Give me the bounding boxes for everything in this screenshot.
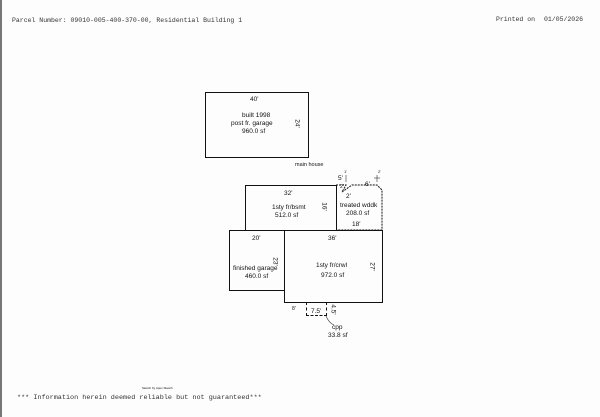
scan-edge bbox=[0, 0, 2, 417]
main-house-label: main house bbox=[295, 162, 324, 168]
crwl-name: 1sty fr/crwl bbox=[316, 262, 348, 269]
wddk-dim-2a: 2' bbox=[340, 184, 344, 190]
cpp-outline bbox=[306, 302, 327, 316]
garage-depth: 24' bbox=[293, 119, 301, 128]
garage-width: 40' bbox=[250, 96, 259, 103]
wddk-width: 18' bbox=[352, 221, 361, 228]
disclaimer: *** Information herein deemed reliable b… bbox=[17, 394, 262, 402]
bsmt-depth: 16' bbox=[320, 202, 328, 211]
crwl-width: 36' bbox=[328, 235, 337, 242]
printed-date: 01/05/2026 bbox=[544, 16, 584, 23]
parcel-number: Parcel Number: 09010-005-400-370-00, Res… bbox=[12, 17, 243, 24]
wddk-dim-1: 1' bbox=[344, 169, 347, 174]
bsmt-name: 1sty fr/bsmt bbox=[272, 204, 306, 211]
cpp-width: 7.5' bbox=[311, 308, 322, 315]
cpp-name: cpp bbox=[332, 324, 343, 331]
fin-garage-width: 20' bbox=[252, 235, 261, 242]
fin-garage-area: 460.0 sf bbox=[245, 273, 269, 280]
garage-outline bbox=[205, 92, 309, 158]
crwl-area: 972.0 sf bbox=[321, 272, 345, 279]
crwl-outline bbox=[284, 230, 383, 303]
cpp-depth: 4.5' bbox=[329, 304, 337, 315]
wddk-dim-5: 5' bbox=[338, 175, 343, 182]
printed-label: Printed on bbox=[496, 16, 536, 23]
cpp-leader bbox=[325, 315, 335, 326]
garage-area: 960.0 sf bbox=[242, 128, 266, 135]
cpp-area: 33.8 sf bbox=[328, 332, 348, 339]
fin-garage-name: finished garage bbox=[233, 265, 278, 272]
bsmt-area: 512.0 sf bbox=[275, 212, 299, 219]
bsmt-width: 32' bbox=[284, 190, 293, 197]
sketch-credit: Sketch by Apex Sketch bbox=[142, 386, 173, 390]
cpp-offset: 8' bbox=[292, 306, 296, 312]
wddk-area: 208.0 sf bbox=[346, 210, 370, 217]
wddk-outline bbox=[336, 175, 383, 231]
garage-line1: built 1998 bbox=[242, 112, 271, 119]
crwl-depth: 27' bbox=[368, 262, 376, 271]
wddk-dim-6: 6' bbox=[365, 181, 370, 188]
wddk-name: treated wddk bbox=[340, 202, 378, 209]
wddk-dim-2c: 2' bbox=[378, 169, 381, 174]
wddk-dim-2b: 2' bbox=[346, 193, 351, 200]
garage-line2: post fr. garage bbox=[231, 120, 273, 127]
